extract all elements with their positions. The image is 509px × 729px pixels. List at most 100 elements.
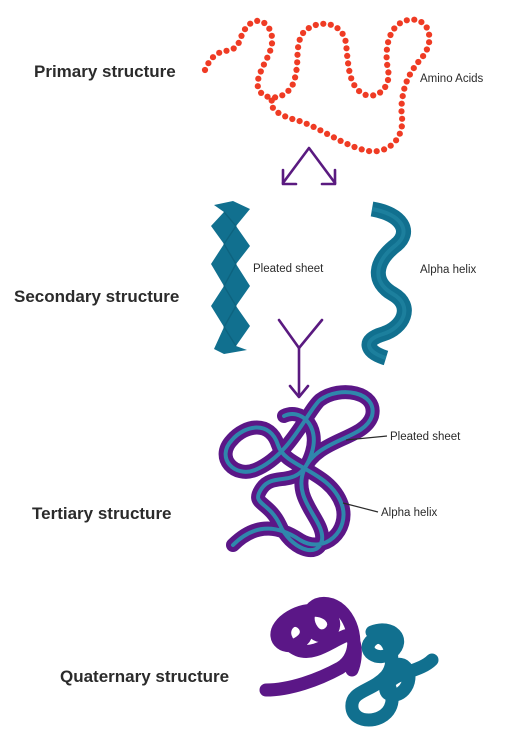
amino-acid-dot	[210, 54, 216, 60]
amino-acid-dot	[374, 148, 380, 154]
amino-acid-dot	[269, 98, 275, 104]
amino-acid-dot	[258, 90, 264, 96]
amino-acid-dot	[264, 55, 270, 61]
amino-acid-dot	[269, 33, 275, 39]
amino-acid-dot	[290, 82, 296, 88]
amino-acid-dot	[269, 40, 275, 46]
amino-acid-dot	[343, 45, 349, 51]
amino-acid-dot	[275, 110, 281, 116]
tertiary-pleated-sheet-callout: Pleated sheet	[390, 431, 461, 443]
amino-acid-dot	[334, 25, 340, 31]
amino-acid-dot	[311, 124, 317, 130]
amino-acid-dot	[399, 101, 405, 107]
amino-acid-dot	[297, 118, 303, 124]
amino-acid-dot	[344, 141, 350, 147]
amino-acid-dot	[270, 105, 276, 111]
amino-acid-dot	[282, 113, 288, 119]
amino-acid-dot	[415, 59, 421, 65]
amino-acid-dot	[384, 62, 390, 68]
amino-acid-dot	[399, 116, 405, 122]
amino-acid-dot	[359, 146, 365, 152]
amino-acid-dot	[385, 77, 391, 83]
amino-acid-dot	[407, 72, 413, 78]
amino-acid-dot	[306, 25, 312, 31]
amino-acid-dot	[399, 123, 405, 129]
amino-acid-dot	[377, 89, 383, 95]
amino-acid-dot	[385, 69, 391, 75]
amino-acid-dot	[388, 143, 394, 149]
quaternary-structure-label: Quaternary structure	[60, 667, 229, 686]
amino-acid-dot	[426, 39, 432, 45]
amino-acid-dot	[400, 93, 406, 99]
tertiary-structure-label: Tertiary structure	[32, 504, 172, 523]
amino-acid-dot	[351, 82, 357, 88]
amino-acid-dot	[202, 67, 208, 73]
alpha-helix-shape	[369, 209, 404, 358]
amino-acid-dot	[401, 86, 407, 92]
primary-structure-label: Primary structure	[34, 62, 176, 81]
amino-acid-dot	[297, 37, 303, 43]
amino-acid-dot	[294, 59, 300, 65]
amino-acid-dot	[351, 144, 357, 150]
amino-acid-dot	[231, 45, 237, 51]
amino-acid-dot	[370, 92, 376, 98]
amino-acid-dot	[279, 92, 285, 98]
amino-acid-dot	[267, 48, 273, 54]
quaternary-structure-complex	[266, 603, 432, 720]
amino-acid-dot	[266, 26, 272, 32]
amino-acids-label: Amino Acids	[420, 73, 484, 85]
amino-acid-dot	[324, 131, 330, 137]
amino-acid-dot	[242, 26, 248, 32]
quaternary-subunit-purple	[266, 603, 355, 690]
amino-acid-dot	[236, 40, 242, 46]
amino-acid-dot	[295, 44, 301, 50]
amino-acid-dot	[381, 146, 387, 152]
amino-acid-dot	[317, 127, 323, 133]
tertiary-structure-fold	[226, 392, 373, 550]
amino-acid-dot	[289, 116, 295, 122]
amino-acid-dot	[340, 31, 346, 37]
amino-acid-dot	[397, 131, 403, 137]
amino-acid-dot	[346, 68, 352, 74]
amino-acid-dot	[385, 39, 391, 45]
amino-acid-dot	[331, 134, 337, 140]
amino-acid-dot	[223, 48, 229, 54]
amino-acid-dot	[397, 20, 403, 26]
amino-acid-dot	[348, 75, 354, 81]
amino-acid-dot	[238, 33, 244, 39]
amino-acid-dot	[363, 92, 369, 98]
amino-acid-dot	[320, 21, 326, 27]
amino-acid-dot	[293, 67, 299, 73]
amino-acid-dot	[247, 21, 253, 27]
pleated-sheet-shape	[211, 201, 250, 354]
split-arrow	[283, 148, 335, 184]
amino-acid-dot	[261, 20, 267, 26]
pleated-sheet-label: Pleated sheet	[253, 263, 324, 275]
amino-acid-dot	[258, 68, 264, 74]
amino-acid-dot	[382, 84, 388, 90]
amino-acid-dot	[387, 32, 393, 38]
amino-acid-dot	[313, 22, 319, 28]
alpha-helix-label: Alpha helix	[420, 264, 477, 276]
amino-acid-dot	[342, 38, 348, 44]
amino-acid-dot	[255, 83, 261, 89]
amino-acid-dot	[424, 24, 430, 30]
quaternary-subunit-teal	[352, 630, 432, 720]
amino-acid-dot	[344, 53, 350, 59]
amino-acid-dot	[261, 62, 267, 68]
amino-acid-dot	[300, 30, 306, 36]
amino-acid-dot	[366, 148, 372, 154]
amino-acid-dot	[254, 18, 260, 24]
amino-acid-dot	[255, 76, 261, 82]
amino-acid-dot	[328, 22, 334, 28]
amino-acid-dot	[345, 60, 351, 66]
amino-acid-dot	[411, 65, 417, 71]
amino-acid-dot	[393, 137, 399, 143]
amino-acid-dot	[384, 54, 390, 60]
amino-acid-dot	[356, 88, 362, 94]
merge-arrow	[279, 320, 322, 397]
amino-acid-dot	[426, 32, 432, 38]
amino-acid-dot	[391, 25, 397, 31]
amino-acid-dot	[338, 138, 344, 144]
